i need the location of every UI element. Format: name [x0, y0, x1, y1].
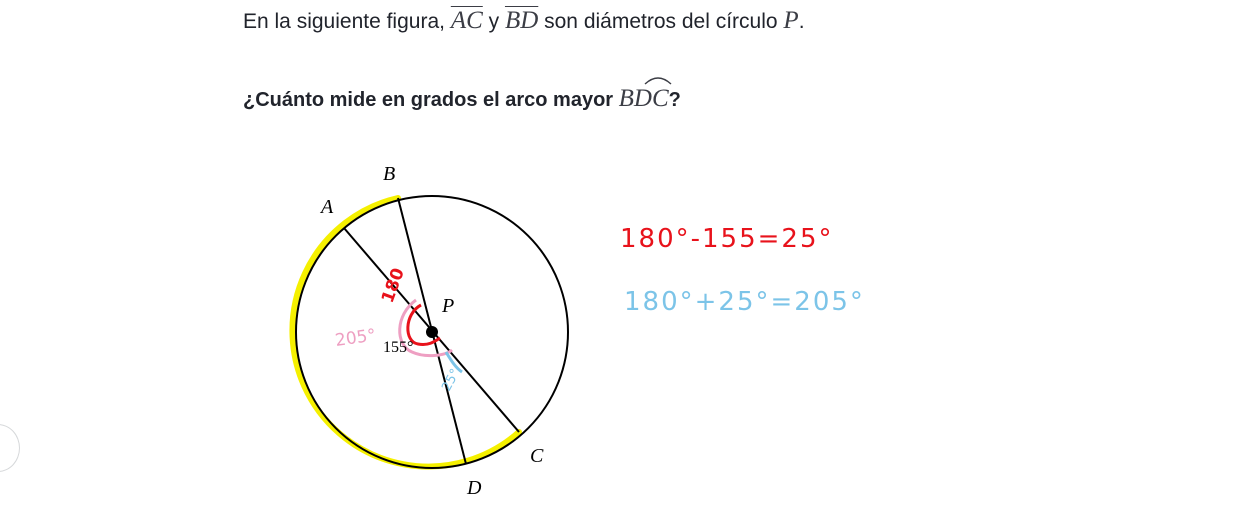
angle-label-155: 155° [383, 339, 413, 356]
question-line-1: En la siguiente figura, AC y BD son diám… [243, 6, 805, 37]
circle-p [295, 195, 569, 469]
arc-bdc: BDC [618, 77, 672, 115]
ask-end: ? [668, 89, 681, 111]
red-angle-arc [406, 303, 441, 346]
segment-ac: AC [450, 7, 483, 34]
intro-text: En la siguiente figura, [243, 10, 445, 33]
ask-text: ¿Cuánto mide en grados el arco mayor [243, 89, 614, 111]
pink-angle-arc [398, 298, 453, 358]
mid-text: son diámetros del círculo [544, 10, 778, 33]
label-p: P [441, 295, 454, 317]
end-punct: . [798, 10, 805, 33]
blue-equation: 180°+25°=205° [624, 287, 865, 317]
arc-symbol-icon [644, 77, 672, 85]
arc-name: BDC [618, 85, 669, 112]
pink-label-205: 205° [334, 325, 377, 351]
label-a: A [319, 196, 334, 218]
red-equation: 180°-155=25° [620, 224, 834, 254]
blue-angle-arc [444, 351, 463, 374]
segment-bd: BD [504, 7, 539, 34]
question-line-2: ¿Cuánto mide en grados el arco mayor BDC… [243, 77, 681, 115]
circle-name: P [783, 7, 799, 34]
center-point [426, 326, 438, 338]
major-arc-highlight [289, 195, 522, 470]
label-c: C [530, 445, 544, 467]
conjunction: y [488, 10, 500, 33]
label-b: B [383, 163, 395, 185]
label-d: D [466, 477, 482, 499]
